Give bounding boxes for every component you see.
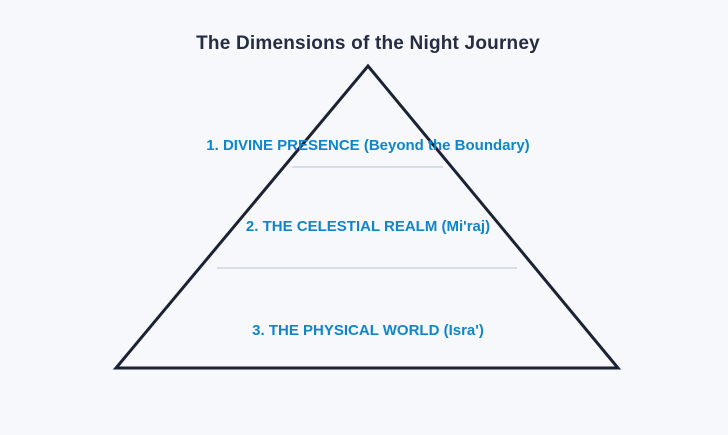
diagram-title: The Dimensions of the Night Journey [196,33,540,54]
level-label-celestial-realm: 2. THE CELESTIAL REALM (Mi'raj) [245,218,491,235]
pyramid-outline [112,63,622,370]
level-label-divine-presence: 1. DIVINE PRESENCE (Beyond the Boundary) [206,137,530,154]
level-label-physical-world: 3. THE PHYSICAL WORLD (Isra') [252,322,484,339]
